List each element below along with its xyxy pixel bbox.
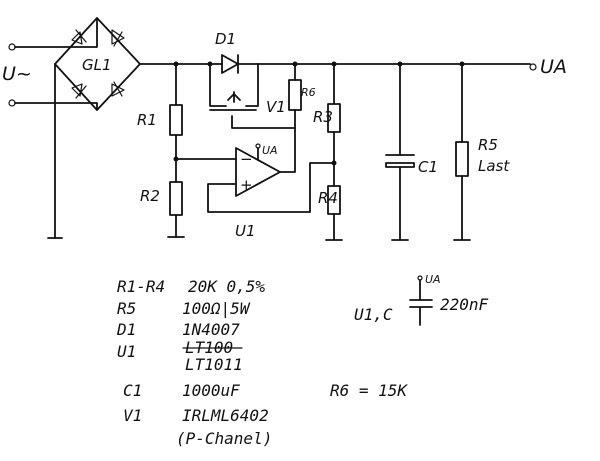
input-voltage-label: U~ [2, 63, 32, 85]
part-val-u1: LT1011 [185, 355, 243, 374]
wire-r6-opamp-out [279, 127, 296, 173]
mosfet-v1: V1 [209, 63, 296, 129]
part-ref-v1: V1 [123, 406, 142, 425]
opamp-plus-label: + [240, 176, 253, 194]
opamp-label: U1 [235, 222, 256, 240]
resistor-r6: R6 [288, 63, 316, 111]
resistor-r4: R4 [318, 185, 343, 241]
resistor-r2: R2 [140, 181, 185, 238]
wire-in-bottom [14, 102, 98, 111]
diode-d1: D1 [209, 30, 259, 74]
bridge-diode-3 [71, 83, 87, 99]
r6-label: R6 [301, 86, 316, 99]
part-note-v1: (P-Chanel) [176, 429, 272, 448]
part-val-r5: 100Ω|5W [182, 299, 251, 318]
resistor-r3: R3 [313, 63, 341, 187]
bridge-rectifier: GL1 [47, 17, 141, 239]
r6-value-note: R6 = 15K [330, 381, 408, 400]
decoupling-ref: U1,C [354, 305, 393, 324]
part-ref-c1: C1 [123, 381, 142, 400]
part-ref-d1: D1 [116, 320, 136, 339]
r5-sub-label: Last [478, 157, 510, 175]
decoupling-note: UA U1,C 220nF [354, 273, 489, 326]
bridge-label: GL1 [82, 56, 112, 74]
decoupling-value: 220nF [440, 295, 489, 314]
output-terminal [529, 63, 537, 71]
ac-input: U~ [2, 17, 98, 111]
r3-label: R3 [313, 108, 333, 126]
bridge-diode-1 [71, 29, 87, 45]
part-ref-r1r4: R1-R4 [117, 277, 165, 296]
r1-label: R1 [137, 111, 157, 129]
opamp-minus-label: − [240, 150, 253, 168]
resistor-r1: R1 [137, 63, 183, 183]
opamp-u1: UA − + U1 [235, 143, 281, 240]
bridge-diode-4 [111, 81, 125, 97]
mosfet-label: V1 [266, 98, 286, 116]
part-val-r1r4: 20K 0,5% [188, 277, 265, 296]
r2-label: R2 [140, 187, 160, 205]
decoupling-supply-label: UA [425, 273, 441, 286]
capacitor-c1: C1 [385, 63, 438, 241]
part-val-c1: 1000uF [182, 381, 240, 400]
resistor-r5-load: R5 Last [453, 63, 510, 241]
parts-list: R1-R4 20K 0,5% R5 100Ω|5W D1 1N4007 U1 L… [116, 277, 272, 448]
diode-label: D1 [215, 30, 236, 48]
part-val-v1: IRLML6402 [182, 406, 269, 425]
wire-in-top [14, 17, 98, 48]
bridge-outline [54, 17, 141, 111]
part-val-d1: 1N4007 [182, 320, 240, 339]
bridge-diode-2 [111, 29, 125, 47]
r4-label: R4 [318, 189, 338, 207]
opamp-supply-label: UA [262, 144, 278, 157]
part-ref-u1: U1 [117, 342, 136, 361]
output-voltage-label: UA [540, 56, 567, 78]
part-ref-r5: R5 [117, 299, 136, 318]
wire-plus-feedback [207, 162, 335, 213]
r5-label: R5 [478, 136, 498, 154]
c1-label: C1 [418, 158, 438, 176]
decoupling-capacitor-symbol [409, 279, 433, 326]
